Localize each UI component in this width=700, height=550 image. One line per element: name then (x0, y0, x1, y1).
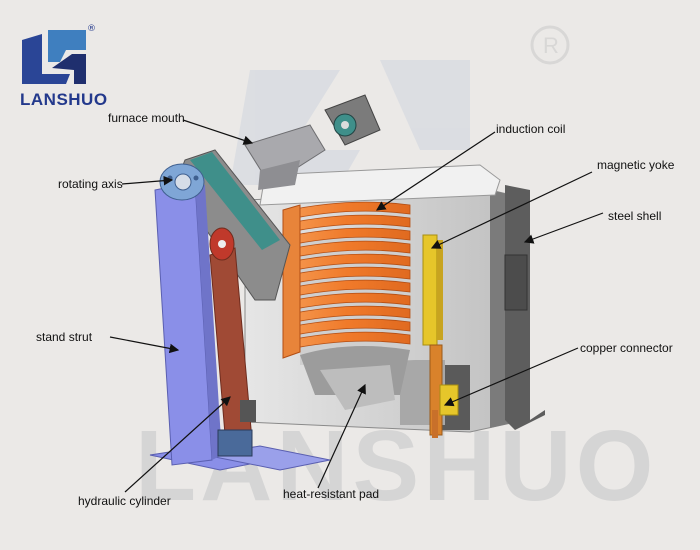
lanshuo-logo-icon (22, 30, 86, 84)
coil-turn (284, 305, 411, 325)
top-motor (324, 94, 381, 146)
leader-rotating-axis (121, 175, 174, 186)
leader-heat-resistant-pad (317, 383, 366, 489)
label-steel-shell: steel shell (608, 209, 662, 223)
leader-induction-coil (375, 131, 496, 211)
label-furnace-mouth: furnace mouth (108, 111, 185, 125)
hydraulic-cylinder (209, 227, 256, 457)
label-stand-strut: stand strut (36, 330, 93, 344)
coil-side (282, 204, 301, 359)
label-rotating-axis: rotating axis (58, 177, 123, 191)
magnetic-yoke (422, 234, 443, 346)
leader-hydraulic-cylinder (124, 396, 231, 493)
coil-turn (284, 331, 411, 351)
coil-turn (284, 279, 411, 299)
coil-turn (284, 214, 411, 234)
svg-text:R: R (543, 33, 559, 58)
leader-copper-connector (443, 347, 579, 407)
coil-turn (284, 266, 411, 286)
coil-turn (284, 240, 411, 260)
coil-turn (284, 318, 411, 338)
leader-steel-shell (523, 212, 604, 244)
label-induction-coil: induction coil (496, 122, 566, 136)
label-magnetic-yoke: magnetic yoke (597, 158, 675, 172)
label-hydraulic-cylinder: hydraulic cylinder (78, 494, 171, 508)
leader-lines (109, 119, 604, 493)
label-heat-resistant-pad: heat-resistant pad (283, 487, 380, 501)
furnace-mouth (244, 124, 326, 190)
coil-turn (284, 292, 411, 312)
label-copper-connector: copper connector (580, 341, 673, 355)
leader-stand-strut (109, 336, 180, 354)
coil-turn (284, 253, 411, 273)
registered-mark: ® (87, 24, 96, 34)
coil-turn (284, 227, 411, 247)
stand-strut (154, 181, 222, 466)
leader-furnace-mouth (182, 119, 254, 145)
rotating-axis (159, 163, 205, 201)
brand-name: LANSHUO (20, 90, 108, 109)
leader-magnetic-yoke (430, 171, 593, 249)
induction-coil (282, 201, 411, 359)
